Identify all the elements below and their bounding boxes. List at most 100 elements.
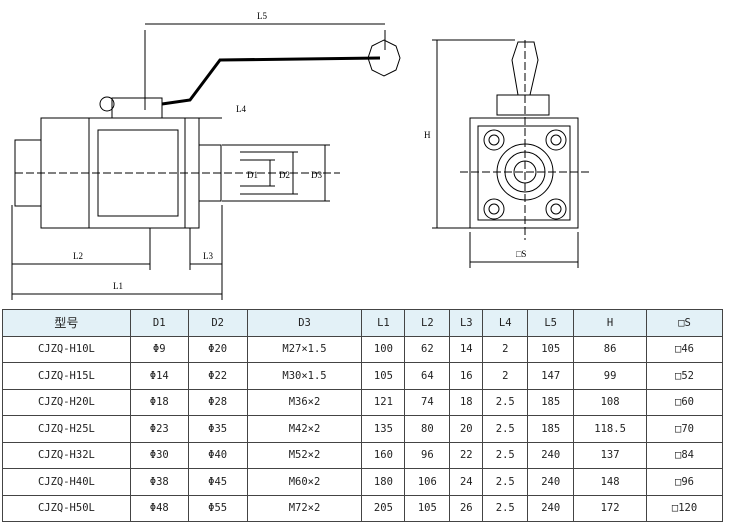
table-cell: Φ9 <box>129 335 189 363</box>
valve-technical-drawing: L5 L4 D1 D2 D3 L2 L3 L1 H □S <box>11 11 590 300</box>
table-cell: M36×2 <box>246 388 363 416</box>
column-header: L4 <box>482 309 529 337</box>
table-cell: □120 <box>646 494 723 522</box>
label-L1: L1 <box>113 281 123 291</box>
label-L2: L2 <box>73 251 83 261</box>
table-cell: 160 <box>361 441 406 469</box>
table-cell: Φ28 <box>187 388 248 416</box>
table-cell: □60 <box>646 388 723 416</box>
table-cell: Φ18 <box>129 388 189 416</box>
table-cell: M27×1.5 <box>246 335 363 363</box>
front-view: H □S <box>424 39 590 268</box>
table-cell: □96 <box>646 468 723 496</box>
table-cell: 185 <box>527 388 575 416</box>
table-cell: □52 <box>646 362 723 390</box>
table-cell: 105 <box>404 494 451 522</box>
table-cell: 135 <box>361 415 406 443</box>
table-cell: 118.5 <box>573 415 648 443</box>
table-cell: Φ48 <box>129 494 189 522</box>
label-D1: D1 <box>247 170 258 180</box>
label-H: H <box>424 130 431 140</box>
table-cell: CJZQ-H25L <box>2 415 131 443</box>
column-header: 型号 <box>2 309 131 337</box>
table-cell: 240 <box>527 468 575 496</box>
label-D3: D3 <box>311 170 322 180</box>
column-header: D2 <box>187 309 248 337</box>
table-cell: □70 <box>646 415 723 443</box>
table-cell: 2.5 <box>482 441 529 469</box>
table-cell: CJZQ-H15L <box>2 362 131 390</box>
table-cell: 2 <box>482 362 529 390</box>
table-cell: 148 <box>573 468 648 496</box>
table-cell: CJZQ-H32L <box>2 441 131 469</box>
table-cell: 80 <box>404 415 451 443</box>
table-cell: Φ30 <box>129 441 189 469</box>
table-cell: 137 <box>573 441 648 469</box>
column-header: H <box>573 309 648 337</box>
table-cell: 172 <box>573 494 648 522</box>
table-cell: 106 <box>404 468 451 496</box>
table-cell: 2.5 <box>482 415 529 443</box>
table-cell: 105 <box>361 362 406 390</box>
table-cell: CJZQ-H50L <box>2 494 131 522</box>
table-cell: 24 <box>449 468 484 496</box>
table-cell: 18 <box>449 388 484 416</box>
table-cell: CJZQ-H40L <box>2 468 131 496</box>
label-L3: L3 <box>203 251 213 261</box>
table-cell: 2.5 <box>482 468 529 496</box>
table-cell: Φ45 <box>187 468 248 496</box>
column-header: L2 <box>404 309 451 337</box>
table-cell: 105 <box>527 335 575 363</box>
table-cell: 96 <box>404 441 451 469</box>
table-cell: 100 <box>361 335 406 363</box>
table-cell: 2.5 <box>482 494 529 522</box>
table-cell: Φ55 <box>187 494 248 522</box>
table-cell: Φ35 <box>187 415 248 443</box>
table-cell: M42×2 <box>246 415 363 443</box>
table-cell: M30×1.5 <box>246 362 363 390</box>
label-L5: L5 <box>257 11 267 21</box>
table-cell: 16 <box>449 362 484 390</box>
table-cell: 86 <box>573 335 648 363</box>
label-L4: L4 <box>236 104 246 114</box>
side-view: L5 L4 D1 D2 D3 L2 L3 L1 <box>11 11 401 300</box>
table-cell: 99 <box>573 362 648 390</box>
table-cell: 22 <box>449 441 484 469</box>
column-header: D3 <box>246 309 363 337</box>
table-cell: 64 <box>404 362 451 390</box>
table-cell: 26 <box>449 494 484 522</box>
table-cell: Φ14 <box>129 362 189 390</box>
table-cell: 147 <box>527 362 575 390</box>
table-cell: 180 <box>361 468 406 496</box>
table-cell: 240 <box>527 441 575 469</box>
table-cell: Φ20 <box>187 335 248 363</box>
table-cell: Φ40 <box>187 441 248 469</box>
table-cell: CJZQ-H10L <box>2 335 131 363</box>
table-cell: 20 <box>449 415 484 443</box>
column-header: L3 <box>449 309 484 337</box>
table-cell: 185 <box>527 415 575 443</box>
table-cell: M52×2 <box>246 441 363 469</box>
table-cell: 2 <box>482 335 529 363</box>
table-cell: 62 <box>404 335 451 363</box>
table-cell: M60×2 <box>246 468 363 496</box>
table-cell: 121 <box>361 388 406 416</box>
label-S: □S <box>516 249 526 259</box>
table-cell: 74 <box>404 388 451 416</box>
column-header: L5 <box>527 309 575 337</box>
table-cell: □46 <box>646 335 723 363</box>
table-cell: M72×2 <box>246 494 363 522</box>
table-cell: Φ38 <box>129 468 189 496</box>
table-cell: 240 <box>527 494 575 522</box>
table-cell: □84 <box>646 441 723 469</box>
table-cell: 205 <box>361 494 406 522</box>
table-cell: CJZQ-H20L <box>2 388 131 416</box>
